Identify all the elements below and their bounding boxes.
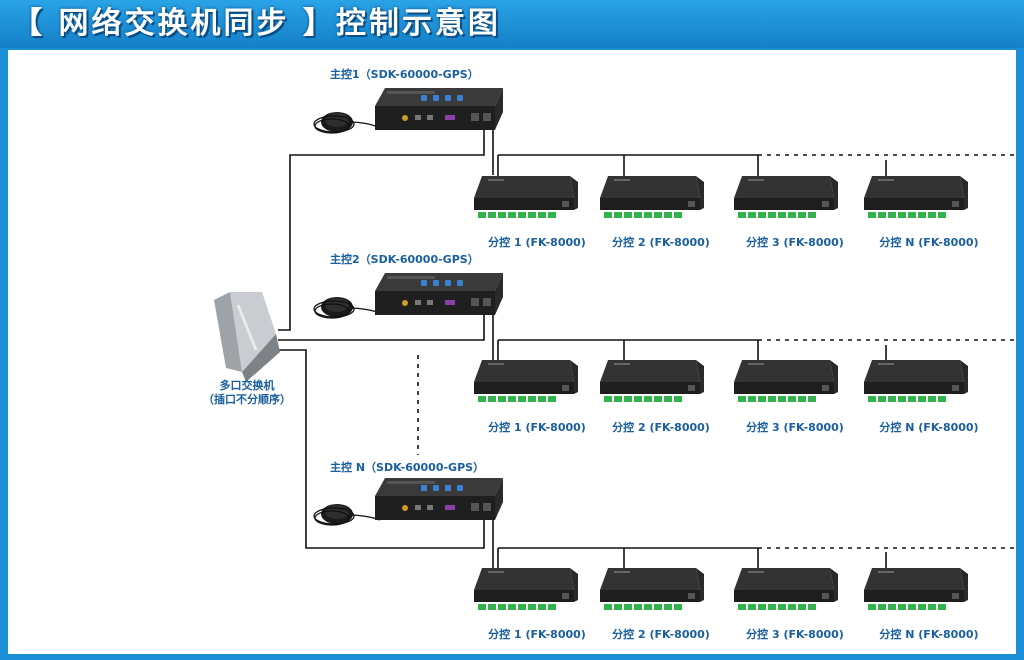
sub-label-3-1: 分控 1 (FK-8000): [488, 628, 586, 641]
sub-controller-3-1: [474, 568, 578, 610]
gps-antenna-1: [313, 111, 355, 134]
sub-label-1-3: 分控 3 (FK-8000): [746, 236, 844, 249]
sub-controller-3-3: [734, 568, 838, 610]
sub-label-3-3: 分控 3 (FK-8000): [746, 628, 844, 641]
sub-label-2-1: 分控 1 (FK-8000): [488, 421, 586, 434]
page-title: 【 网络交换机同步 】控制示意图: [12, 6, 501, 41]
sub-controller-2-3: [734, 360, 838, 402]
dashed-continuation: [417, 154, 1016, 549]
sub-controller-2-1: [474, 360, 578, 402]
sub-controller-3-n: [864, 568, 968, 610]
sub-label-1-1: 分控 1 (FK-8000): [488, 236, 586, 249]
wiring: [278, 130, 887, 570]
switch-label: 多口交换机 （插口不分顺序）: [192, 379, 302, 407]
master-label-2: 主控2（SDK-60000-GPS）: [330, 253, 479, 266]
sub-controller-2-2: [600, 360, 704, 402]
sub-label-3-2: 分控 2 (FK-8000): [612, 628, 710, 641]
diagram-panel: [8, 50, 1016, 654]
sub-controller-2-n: [864, 360, 968, 402]
switch-label-line1: 多口交换机: [219, 379, 275, 392]
header-bar: 【 网络交换机同步 】控制示意图: [0, 0, 1024, 48]
sub-label-3-n: 分控 N (FK-8000): [879, 628, 979, 641]
master-label-1: 主控1（SDK-60000-GPS）: [330, 68, 479, 81]
sub-controller-1-1: [474, 176, 578, 218]
master-controller-1: [375, 88, 503, 130]
network-switch: [214, 292, 280, 382]
sub-label-1-2: 分控 2 (FK-8000): [612, 236, 710, 249]
sub-label-2-3: 分控 3 (FK-8000): [746, 421, 844, 434]
master-controller-2: [375, 273, 503, 315]
sub-controller-1-3: [734, 176, 838, 218]
switch-label-line2: （插口不分顺序）: [203, 393, 291, 406]
sub-label-1-n: 分控 N (FK-8000): [879, 236, 979, 249]
sub-label-2-2: 分控 2 (FK-8000): [612, 421, 710, 434]
sub-controller-1-n: [864, 176, 968, 218]
sub-controller-1-2: [600, 176, 704, 218]
master-label-n: 主控 N（SDK-60000-GPS）: [330, 461, 485, 474]
sub-label-2-n: 分控 N (FK-8000): [879, 421, 979, 434]
master-controller-n: [375, 478, 503, 520]
gps-antenna-n: [313, 503, 355, 526]
gps-antenna-2: [313, 296, 355, 319]
sub-controller-3-2: [600, 568, 704, 610]
